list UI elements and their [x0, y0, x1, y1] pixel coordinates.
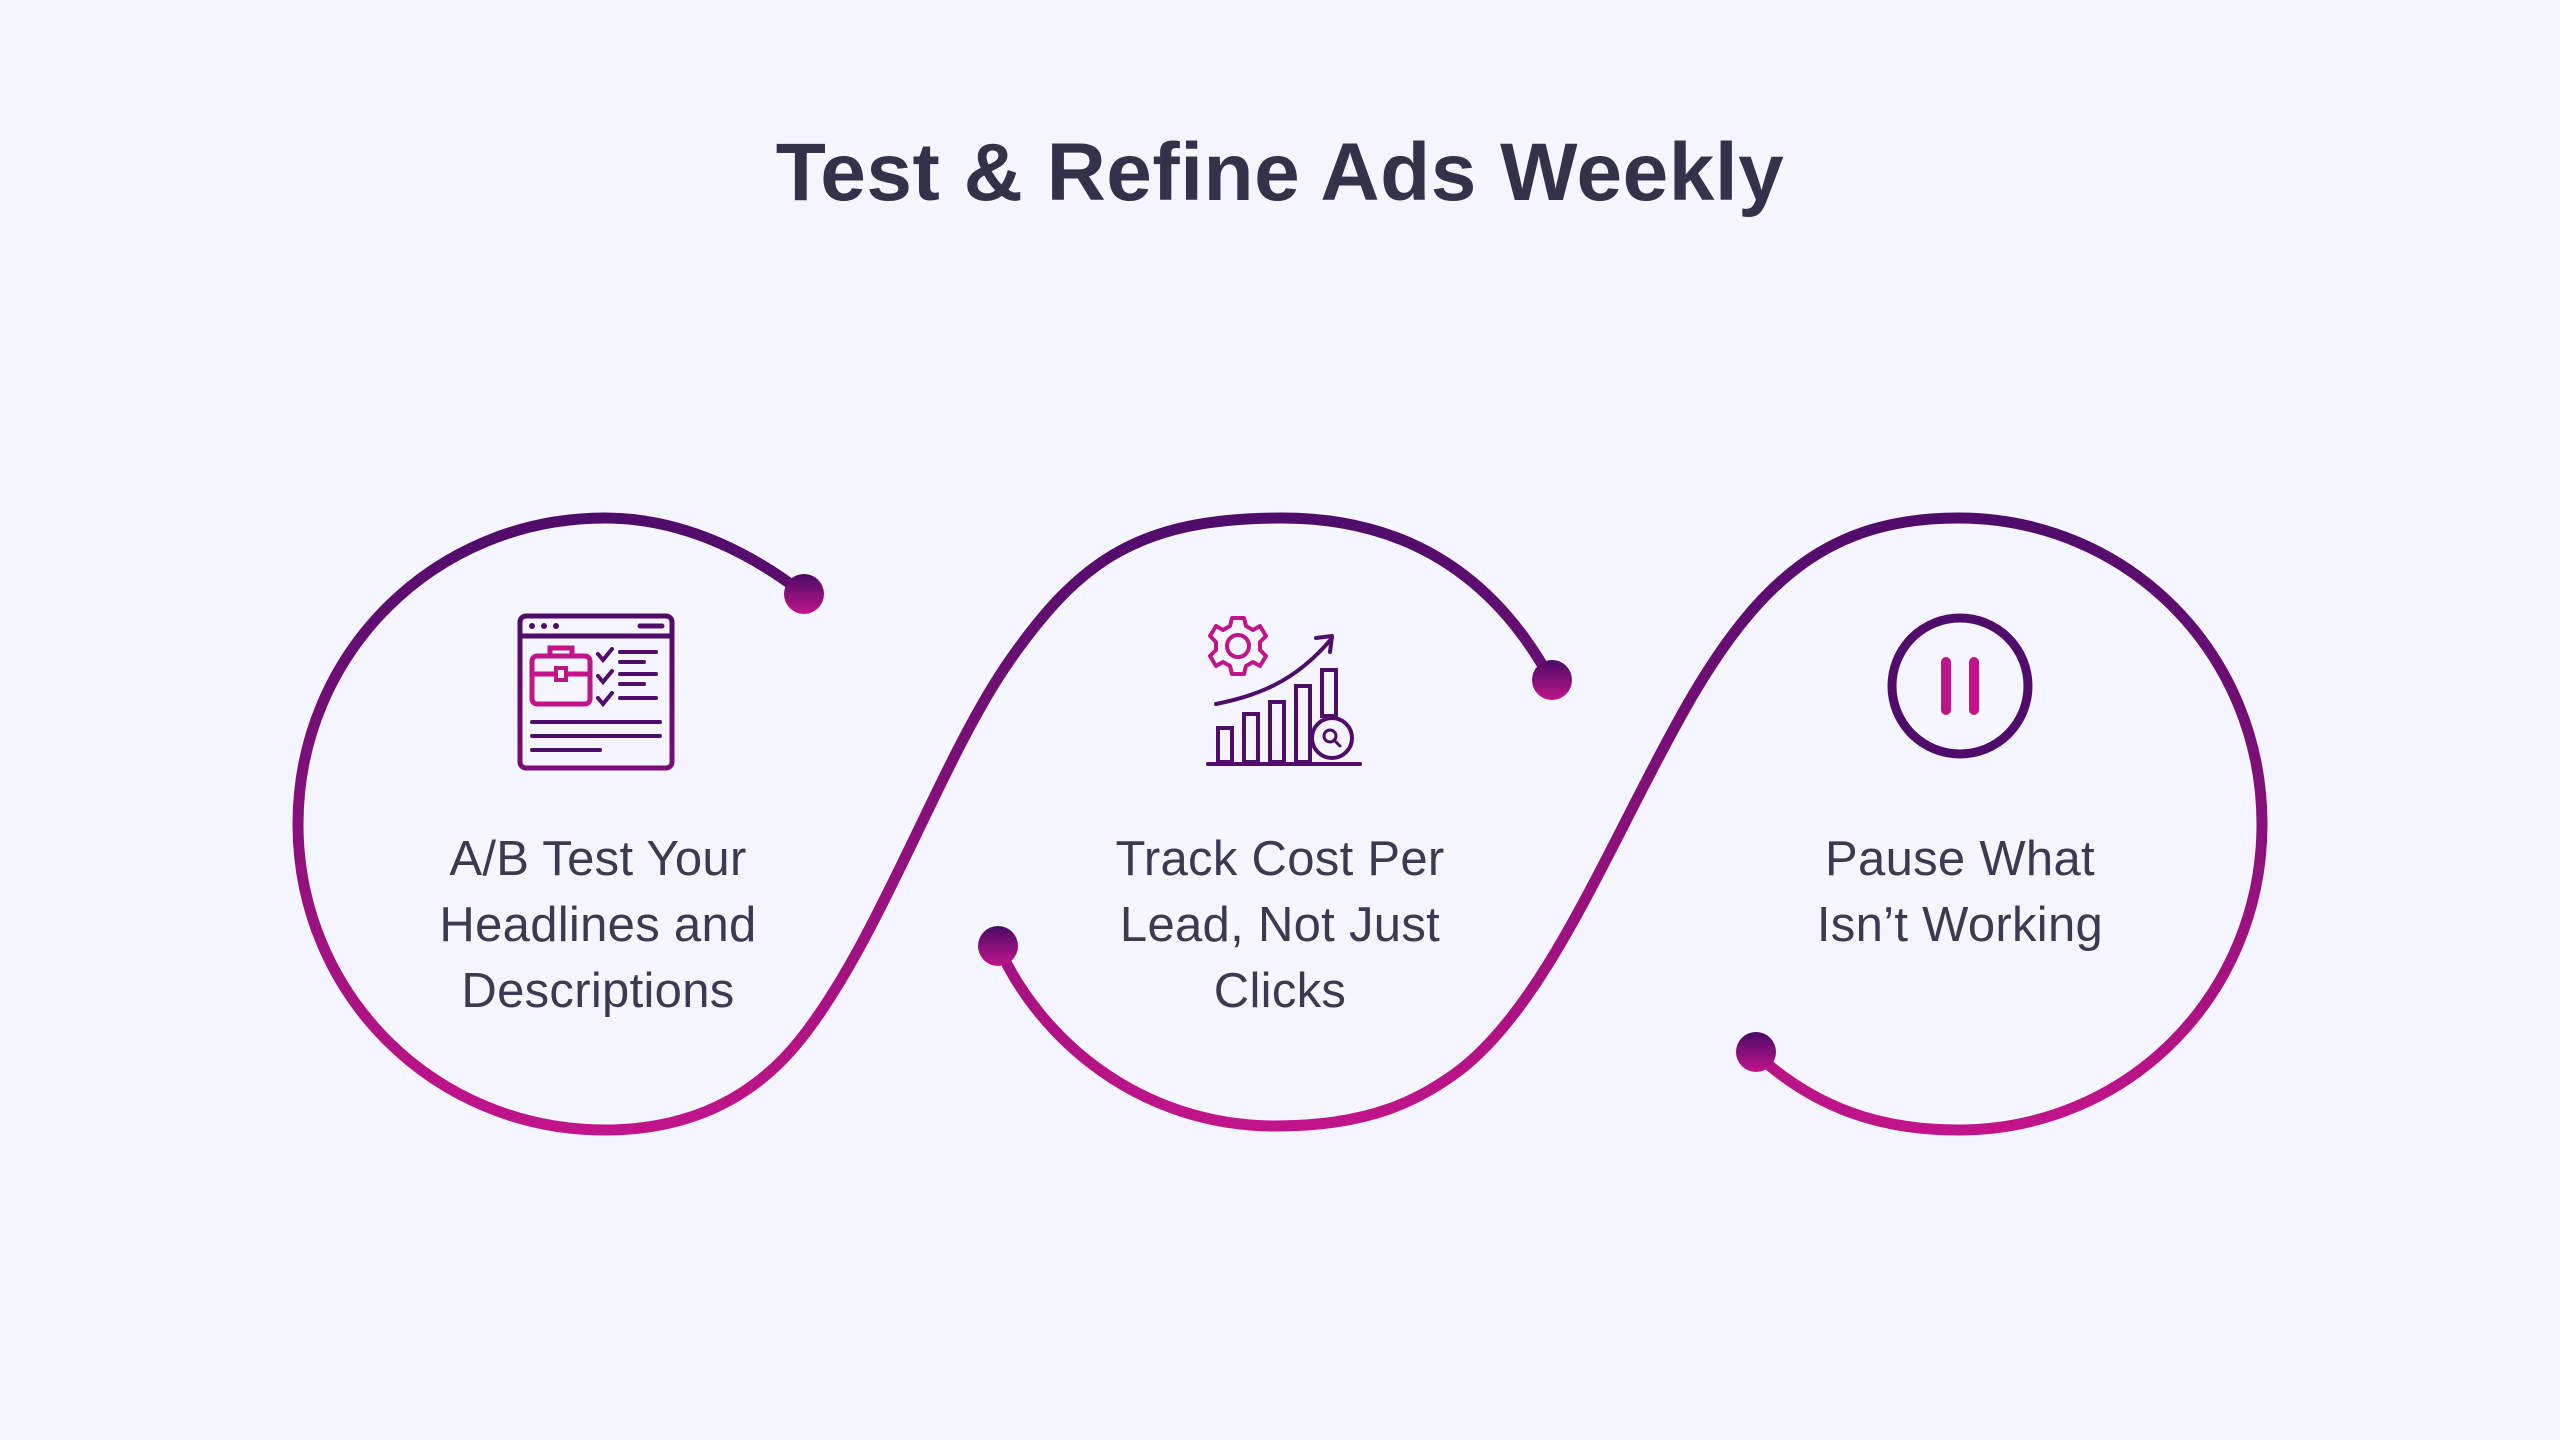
connector-dot-3: [978, 926, 1018, 966]
step-2-line-1: Track Cost Per: [1115, 832, 1445, 886]
step-2-label: Track Cost Per Lead, Not Just Clicks: [1050, 826, 1510, 1024]
step-1-label: A/B Test Your Headlines and Descriptions: [368, 826, 828, 1024]
step-2-line-3: Clicks: [1213, 964, 1347, 1018]
connector-dot-1: [784, 574, 824, 614]
step-1-line-2: Headlines and: [439, 898, 757, 952]
step-3-label: Pause What Isn’t Working: [1730, 826, 2190, 958]
connector-dot-4: [1736, 1032, 1776, 1072]
browser-checklist-icon: [517, 613, 675, 771]
pause-icon: [1887, 613, 2033, 759]
connector-dot-2: [1532, 660, 1572, 700]
wave-segment-1: [292, 512, 1556, 1136]
page-title: Test & Refine Ads Weekly: [775, 127, 1785, 218]
growth-chart-gear-icon: [1206, 616, 1362, 766]
wave-segment-2: [992, 512, 2268, 1136]
step-3-line-2: Isn’t Working: [1816, 898, 2104, 952]
step-3-line-1: Pause What: [1825, 832, 2095, 886]
step-1-line-1: A/B Test Your: [449, 832, 747, 886]
step-2-line-2: Lead, Not Just: [1119, 898, 1441, 952]
step-1-line-3: Descriptions: [461, 964, 735, 1018]
